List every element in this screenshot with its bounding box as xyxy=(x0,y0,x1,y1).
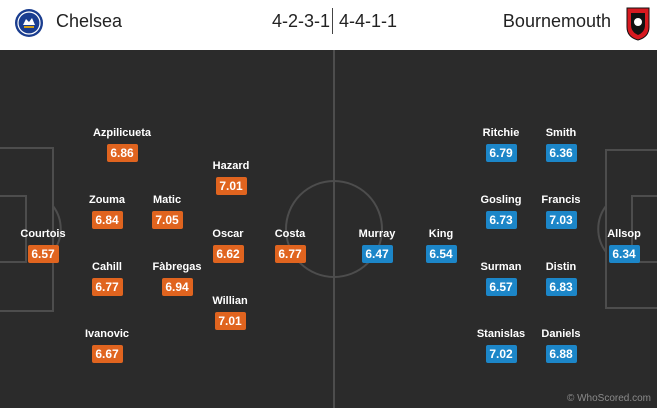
player-name: Fàbregas xyxy=(152,261,202,273)
away-team-name: Bournemouth xyxy=(502,11,611,31)
player-name: Cahill xyxy=(92,261,122,273)
player-name: Ritchie xyxy=(482,127,520,139)
player-name: Distin xyxy=(545,261,577,273)
home-player-ram[interactable]: Hazard 7.01 xyxy=(201,159,261,195)
player-rating: 6.86 xyxy=(106,144,138,162)
player-name: Allsop xyxy=(607,228,641,240)
player-rating: 7.01 xyxy=(215,177,247,195)
player-name: Daniels xyxy=(541,328,581,340)
player-rating: 6.79 xyxy=(485,144,517,162)
player-name: Azpilicueta xyxy=(92,127,152,139)
away-player-lcb[interactable]: Distin 6.83 xyxy=(531,260,591,296)
away-penalty-arc xyxy=(597,205,607,253)
whoscored-credit[interactable]: © WhoScored.com xyxy=(566,393,651,404)
player-rating: 6.34 xyxy=(608,245,640,263)
player-rating: 6.67 xyxy=(91,345,123,363)
home-player-st[interactable]: Costa 6.77 xyxy=(260,227,320,263)
home-player-rcb[interactable]: Zouma 6.84 xyxy=(77,193,137,229)
home-player-cam[interactable]: Oscar 6.62 xyxy=(198,227,258,263)
player-rating: 6.83 xyxy=(545,278,577,296)
bournemouth-crest-icon xyxy=(626,7,650,41)
away-player-lcm[interactable]: Surman 6.57 xyxy=(471,260,531,296)
player-rating: 7.02 xyxy=(485,345,517,363)
player-rating: 6.73 xyxy=(485,211,517,229)
player-name: Hazard xyxy=(212,160,250,172)
home-player-ldm[interactable]: Fàbregas 6.94 xyxy=(147,260,207,296)
home-player-lam[interactable]: Willian 7.01 xyxy=(200,294,260,330)
center-circle xyxy=(285,180,383,278)
player-name: Gosling xyxy=(480,194,522,206)
away-player-rm[interactable]: Ritchie 6.79 xyxy=(471,126,531,162)
player-rating: 6.57 xyxy=(27,245,59,263)
away-player-lb[interactable]: Daniels 6.88 xyxy=(531,327,591,363)
home-player-lb[interactable]: Ivanovic 6.67 xyxy=(77,327,137,363)
home-six-yard-box xyxy=(0,195,27,263)
home-penalty-box xyxy=(0,147,54,312)
player-name: Zouma xyxy=(88,194,126,206)
home-player-rb[interactable]: Azpilicueta 6.86 xyxy=(92,126,152,162)
away-player-gk[interactable]: Allsop 6.34 xyxy=(594,227,654,263)
match-header: Chelsea 4-2-3-1 4-4-1-1 Bournemouth xyxy=(0,0,657,50)
player-rating: 6.94 xyxy=(161,278,193,296)
player-name: King xyxy=(428,228,454,240)
formation-divider xyxy=(332,8,333,34)
away-penalty-box xyxy=(605,149,657,309)
home-team-name: Chelsea xyxy=(56,11,123,31)
player-rating: 6.62 xyxy=(212,245,244,263)
player-name: Willian xyxy=(212,295,248,307)
player-name: Oscar xyxy=(212,228,244,240)
player-name: Murray xyxy=(358,228,396,240)
player-name: Surman xyxy=(480,261,522,273)
chelsea-crest-icon xyxy=(15,9,43,37)
player-rating: 7.05 xyxy=(151,211,183,229)
player-name: Costa xyxy=(274,228,306,240)
away-six-yard-box xyxy=(631,195,657,263)
player-name: Stanislas xyxy=(476,328,526,340)
player-rating: 6.54 xyxy=(425,245,457,263)
home-player-gk[interactable]: Courtois 6.57 xyxy=(13,227,73,263)
player-name: Francis xyxy=(541,194,581,206)
player-rating: 6.47 xyxy=(361,245,393,263)
player-rating: 6.77 xyxy=(274,245,306,263)
away-player-lm[interactable]: Stanislas 7.02 xyxy=(471,327,531,363)
away-player-rb[interactable]: Smith 6.36 xyxy=(531,126,591,162)
player-rating: 7.03 xyxy=(545,211,577,229)
home-player-lcb[interactable]: Cahill 6.77 xyxy=(77,260,137,296)
away-player-cam[interactable]: King 6.54 xyxy=(411,227,471,263)
away-player-rcb[interactable]: Francis 7.03 xyxy=(531,193,591,229)
player-rating: 6.36 xyxy=(545,144,577,162)
player-rating: 6.88 xyxy=(545,345,577,363)
player-name: Ivanovic xyxy=(84,328,130,340)
away-player-st[interactable]: Murray 6.47 xyxy=(347,227,407,263)
player-name: Matic xyxy=(152,194,182,206)
player-rating: 7.01 xyxy=(214,312,246,330)
away-formation: 4-4-1-1 xyxy=(339,11,398,31)
player-name: Courtois xyxy=(20,228,66,240)
player-rating: 6.84 xyxy=(91,211,123,229)
away-player-rcm[interactable]: Gosling 6.73 xyxy=(471,193,531,229)
home-formation: 4-2-3-1 xyxy=(271,11,330,31)
pitch xyxy=(0,50,657,408)
player-name: Smith xyxy=(545,127,577,139)
player-rating: 6.57 xyxy=(485,278,517,296)
home-player-rdm[interactable]: Matic 7.05 xyxy=(137,193,197,229)
player-rating: 6.77 xyxy=(91,278,123,296)
